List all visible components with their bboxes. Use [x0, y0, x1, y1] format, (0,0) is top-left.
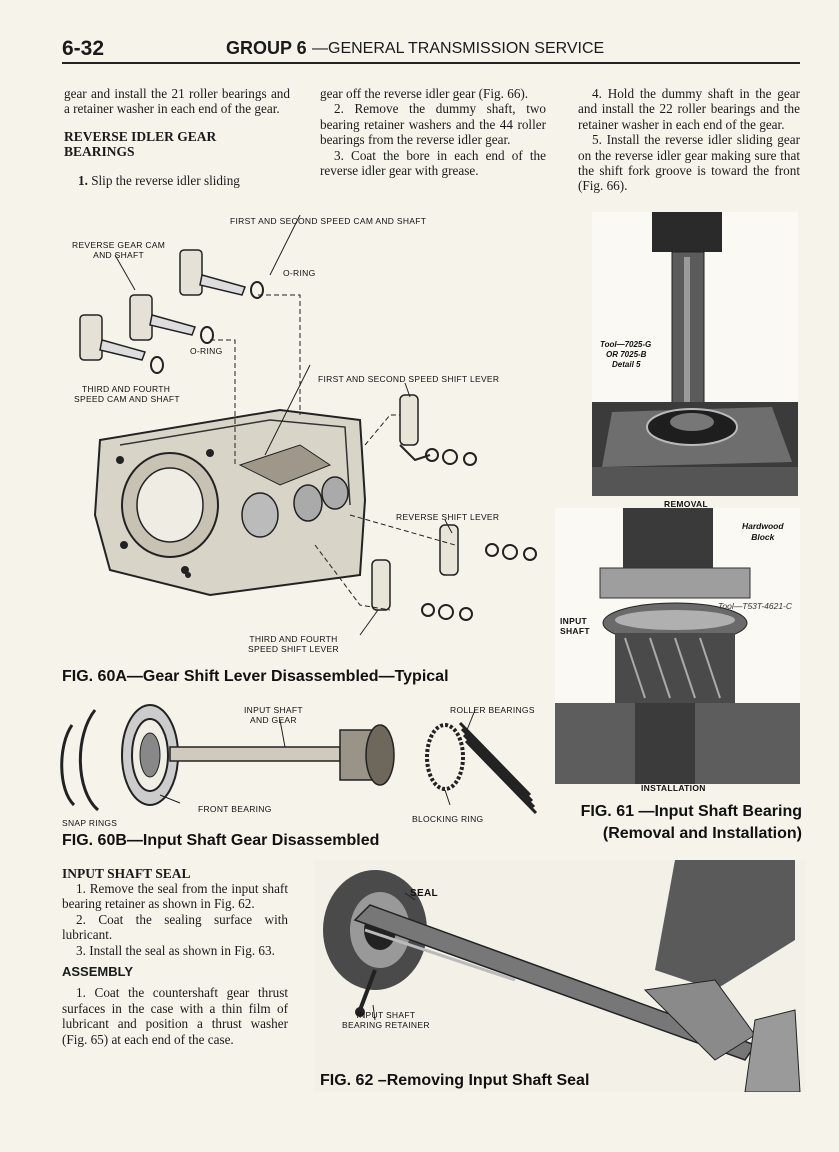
label-line: AND SHAFT	[93, 250, 144, 260]
label-snap-rings: SNAP RINGS	[62, 818, 118, 828]
paragraph: 3. Coat the bore in each end of the reve…	[320, 147, 546, 179]
col3-text: 4. Hold the dummy shaft in the gear and …	[578, 86, 800, 194]
label-line: OR 7025-B	[606, 350, 647, 359]
tool-t53t-label: Tool—T53T-4621-C	[718, 601, 793, 611]
label-line: REVERSE GEAR CAM	[72, 240, 166, 250]
label-first-second-cam: FIRST AND SECOND SPEED CAM AND SHAFT	[230, 216, 427, 226]
label-line: AND GEAR	[250, 715, 297, 725]
fig60b-drawing	[60, 704, 538, 815]
fig61-installation-photo	[555, 508, 800, 784]
label-line: Detail 5	[612, 360, 641, 369]
removal-photo-drawing	[592, 212, 798, 496]
installation-label: INSTALLATION	[641, 783, 706, 793]
paragraph: 1. Coat the countershaft gear thrust sur…	[62, 985, 288, 1047]
label-line: SPEED CAM AND SHAFT	[74, 394, 180, 404]
section-heading: REVERSE IDLER GEAR BEARINGS	[64, 128, 217, 159]
label-line: INPUT SHAFT	[356, 1010, 416, 1020]
caption-line: FIG. 61 —Input Shaft Bearing	[580, 803, 802, 820]
paragraph: 4. Hold the dummy shaft in the gear and …	[578, 86, 800, 132]
label-reverse-lever: REVERSE SHIFT LEVER	[396, 512, 500, 522]
label-line: SHAFT	[560, 626, 590, 636]
header-rule	[62, 62, 800, 64]
label-line: THIRD AND FOURTH	[249, 634, 338, 644]
fig60a-illustration	[60, 214, 560, 660]
fig60a-drawing	[79, 214, 537, 636]
label-oring-1: O-RING	[283, 268, 316, 278]
caption-line: (Removal and Installation)	[602, 825, 802, 842]
label-input-shaft: INPUT SHAFT AND GEAR	[244, 705, 303, 725]
label-third-fourth-cam: THIRD AND FOURTH SPEED CAM AND SHAFT	[74, 384, 180, 404]
page-number: 6-32	[62, 37, 105, 60]
fig61-caption: FIG. 61 —Input Shaft Bearing (Removal an…	[562, 801, 802, 845]
label-roller-bearings: ROLLER BEARINGS	[450, 705, 535, 715]
col2-text: gear off the reverse idler gear (Fig. 66…	[320, 86, 546, 178]
label-first-second-lever: FIRST AND SECOND SPEED SHIFT LEVER	[318, 374, 500, 384]
label-reverse-cam: REVERSE GEAR CAM AND SHAFT	[72, 240, 165, 260]
paragraph: 2. Remove the dummy shaft, two bearing r…	[320, 101, 546, 148]
paragraph: 5. Install the reverse idler sliding gea…	[578, 132, 800, 194]
col1-text: gear and install the 21 roller bearings …	[64, 86, 290, 188]
paragraph: 2. Coat the sealing surface with lubrica…	[62, 911, 288, 943]
input-shaft-label: INPUT SHAFT	[560, 616, 590, 636]
label-line: INPUT SHAFT	[244, 705, 303, 715]
fig60b-illustration	[60, 695, 550, 825]
input-shaft-retainer-label: INPUT SHAFT BEARING RETAINER	[342, 1010, 430, 1030]
label-third-fourth-lever: THIRD AND FOURTH SPEED SHIFT LEVER	[248, 634, 339, 654]
hardwood-block-label: Hardwood Block	[742, 521, 784, 543]
label-blocking-ring: BLOCKING RING	[412, 814, 484, 824]
label-line: Hardwood	[742, 521, 784, 531]
label-line: Block	[751, 532, 775, 542]
label-line: INPUT	[560, 616, 587, 626]
group-label: GROUP 6	[226, 38, 307, 58]
section-heading: ASSEMBLY	[62, 964, 134, 980]
fig61-removal-photo	[592, 212, 798, 496]
fig60b-caption: FIG. 60B—Input Shaft Gear Disassembled	[62, 832, 380, 849]
fig62-photo	[315, 860, 805, 1093]
seal-label: SEAL	[410, 888, 438, 899]
label-line: SPEED SHIFT LEVER	[248, 644, 339, 654]
lower-col-text: INPUT SHAFT SEAL 1. Remove the seal from…	[62, 866, 288, 1047]
installation-photo-drawing	[555, 508, 800, 784]
fig60a-caption: FIG. 60A—Gear Shift Lever Disassembled—T…	[62, 668, 449, 685]
label-line: THIRD AND FOURTH	[82, 384, 171, 394]
paragraph: 1. Slip the reverse idler sliding	[64, 173, 290, 188]
fig62-drawing	[315, 860, 805, 1093]
step-number: 1.	[78, 172, 88, 188]
paragraph: 3. Install the seal as shown in Fig. 63.	[76, 942, 275, 958]
label-front-bearing: FRONT BEARING	[198, 804, 272, 814]
fig62-caption: FIG. 62 –Removing Input Shaft Seal	[320, 1072, 590, 1089]
tool-7025-label: Tool—7025-G OR 7025-B Detail 5	[600, 340, 651, 370]
label-oring-2: O-RING	[190, 346, 223, 356]
label-line: BEARING RETAINER	[342, 1020, 430, 1030]
paragraph: gear off the reverse idler gear (Fig. 66…	[320, 86, 529, 101]
paragraph: 1. Remove the seal from the input shaft …	[62, 881, 288, 912]
label-line: Tool—7025-G	[600, 340, 652, 349]
group-title: —GENERAL TRANSMISSION SERVICE	[312, 40, 605, 57]
step-text: Slip the reverse idler sliding	[91, 172, 240, 188]
removal-label: REMOVAL	[664, 499, 708, 509]
section-heading: INPUT SHAFT SEAL	[62, 866, 191, 881]
paragraph: gear and install the 21 roller bearings …	[64, 86, 290, 117]
